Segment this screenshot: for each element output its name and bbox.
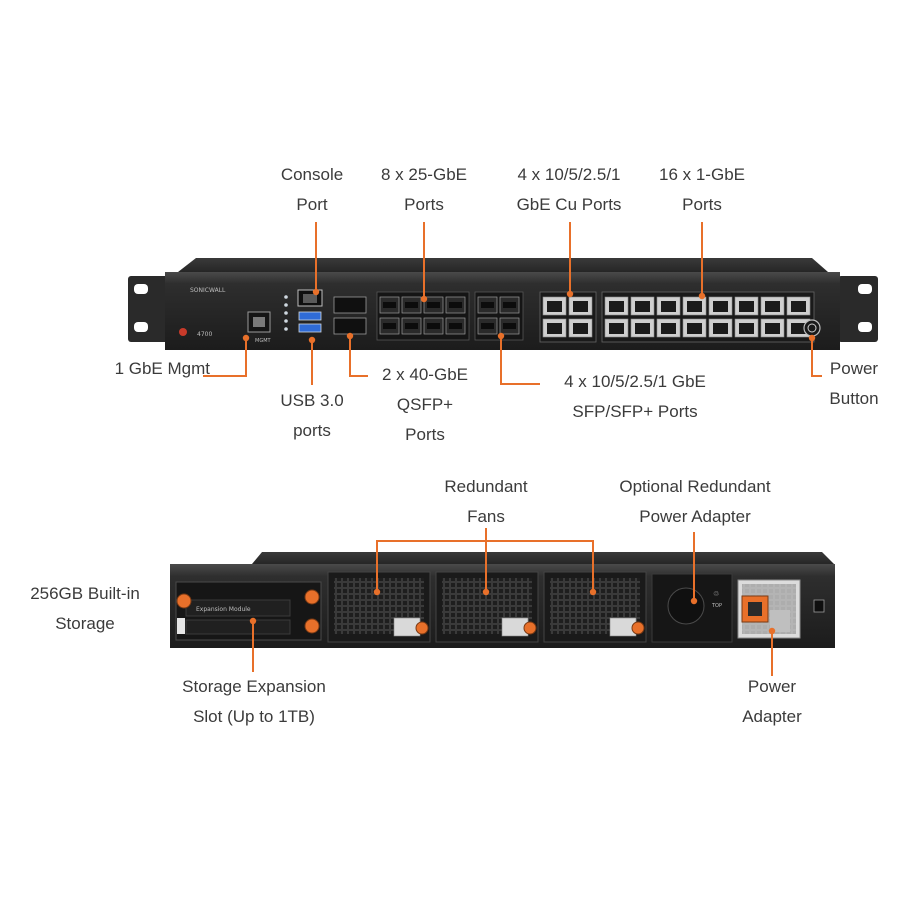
gbe-port-opening: [635, 301, 650, 312]
rear-panel: Expansion Module ♲ TOP: [170, 552, 835, 648]
gbe-port-opening: [661, 301, 676, 312]
sfp25-port-slot: [383, 302, 396, 308]
gbe-port-opening: [739, 301, 754, 312]
svg-text:♲: ♲: [713, 590, 719, 598]
gbe-port-opening: [713, 301, 728, 312]
screw-icon: [304, 618, 320, 634]
cu-port-opening: [573, 323, 588, 334]
model-number: 4700: [197, 331, 212, 338]
cu-port-opening: [547, 301, 562, 312]
gbe-port-group: [601, 291, 815, 343]
status-led: [179, 328, 187, 336]
gbe-port-opening: [609, 323, 624, 334]
gbe-port-opening: [687, 323, 702, 334]
mgmt-port-text: MGMT: [255, 338, 272, 344]
callout-mgmt: [203, 340, 247, 377]
callout-power-button: [811, 338, 822, 377]
gbe-port-opening: [635, 323, 650, 334]
gbe-port-opening: [765, 301, 780, 312]
qsfp-port-2[interactable]: [333, 317, 367, 335]
sfp25-port-slot: [383, 323, 396, 329]
sfp25-port-slot: [449, 323, 462, 329]
left-rack-ear: [128, 276, 168, 342]
sfp25-port-slot: [405, 323, 418, 329]
svg-text:TOP: TOP: [711, 603, 722, 609]
usb-port-1[interactable]: [298, 311, 322, 321]
screw-icon: [631, 621, 645, 635]
cu-port-group: [539, 291, 597, 343]
cu-port-opening: [547, 323, 562, 334]
brand-logo: SONICWALL: [190, 287, 226, 294]
gbe-port-opening: [713, 323, 728, 334]
sfp25-port-slot: [449, 302, 462, 308]
right-rack-ear: [838, 276, 878, 342]
gbe-port-opening: [661, 323, 676, 334]
callout-sfp: [500, 337, 540, 385]
gbe-port-opening: [687, 301, 702, 312]
power-button[interactable]: [803, 319, 821, 337]
gbe-port-opening: [765, 323, 780, 334]
gbe-port-opening: [791, 323, 806, 334]
storage-tag: [177, 618, 185, 634]
cu-port-opening: [573, 301, 588, 312]
sfp25-port-slot: [405, 302, 418, 308]
sfp-port-slot: [481, 323, 494, 329]
screw-icon: [523, 621, 537, 635]
sfp25-port-slot: [427, 302, 440, 308]
screw-icon: [176, 593, 192, 609]
expansion-module-text: Expansion Module: [196, 606, 251, 613]
usb-port-2[interactable]: [298, 323, 322, 333]
screw-icon: [415, 621, 429, 635]
qsfp-ports: [333, 296, 367, 335]
label-mgmt: 1 GbE Mgmt: [114, 359, 210, 378]
sfp-port-slot: [481, 302, 494, 308]
screw-icon: [304, 589, 320, 605]
gbe-port-opening: [739, 323, 754, 334]
sfp-port-slot: [503, 302, 516, 308]
sfp25-port-slot: [427, 323, 440, 329]
gbe-port-opening: [609, 301, 624, 312]
sfp-port-group: [474, 291, 524, 341]
callout-lines: [203, 222, 822, 676]
sfp-port-slot: [503, 323, 516, 329]
qsfp-port-1[interactable]: [333, 296, 367, 314]
gbe-port-opening: [791, 301, 806, 312]
callout-qsfp: [349, 337, 368, 377]
